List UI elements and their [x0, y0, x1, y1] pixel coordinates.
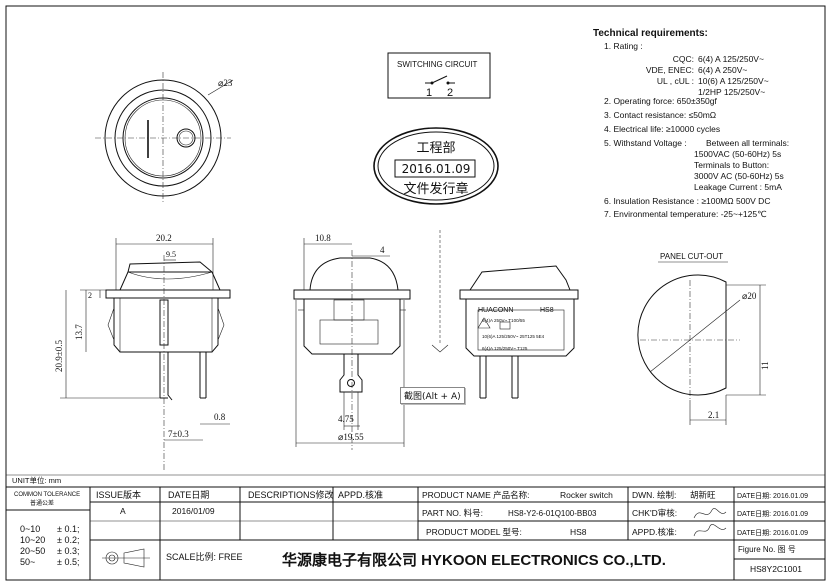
pin-2-label: 2: [447, 87, 453, 99]
technical-requirements: Technical requirements: 1. Rating : CQC:…: [593, 28, 789, 219]
rating-value: 10(6) A 125/250V~: [698, 76, 769, 86]
screenshot-tooltip: 截图(Alt + A): [400, 387, 465, 404]
product-name-value: Rocker switch: [560, 490, 613, 500]
panel-diameter: ⌀20: [742, 291, 757, 301]
stamp-date: 2016.01.09: [402, 162, 471, 176]
dim-9-5: 9.5: [166, 250, 176, 259]
withstand-line: Leakage Current : 5mA: [694, 182, 782, 192]
contact-resistance: 3. Contact resistance: ≤50mΩ: [604, 110, 716, 120]
chk-signature: [693, 508, 727, 519]
withstand-label: 5. Withstand Voltage :: [604, 138, 687, 148]
panel-offset: 2.1: [708, 410, 719, 420]
chk-label: CHK'D审核:: [632, 508, 677, 518]
top-view: ⌀23: [95, 72, 234, 204]
tolerance-title: COMMON TOLERANCE: [14, 492, 80, 498]
withstand-line: 1500VAC (50-60Hz) 5s: [694, 149, 781, 159]
issue-value: A: [120, 506, 126, 516]
tolerance-value: ± 0.3;: [57, 546, 79, 556]
date-3: DATE日期: 2016.01.09: [737, 529, 808, 537]
rating-value: 6(4) A 125/250V~: [698, 54, 764, 64]
dim-0-8: 0.8: [214, 412, 226, 422]
stamp-dept: 工程部: [416, 141, 455, 156]
dim-width-20-2: 20.2: [156, 233, 172, 243]
tolerance-range: 20~50: [20, 546, 45, 556]
rating-value: 1/2HP 125/250V~: [698, 87, 765, 97]
tolerance-range: 10~20: [20, 535, 45, 545]
dim-10-8: 10.8: [315, 233, 331, 243]
rating-standard: UL , cUL :: [657, 76, 694, 86]
dwn-label: DWN. 绘制:: [632, 490, 676, 500]
figure-label: Figure No. 图 号: [738, 545, 796, 554]
electrical-life: 4. Electrical life: ≥10000 cycles: [604, 124, 720, 134]
tolerance-value: ± 0.2;: [57, 535, 79, 545]
insulation-resistance: 6. Insulation Resistance : ≥100MΩ 500V D…: [604, 196, 770, 206]
dim-19-55: ⌀19.55: [338, 432, 364, 442]
model-label: PRODUCT MODEL 型号:: [426, 527, 522, 537]
operating-force: 2. Operating force: 650±350gf: [604, 96, 718, 106]
date-value: 2016/01/09: [172, 506, 215, 516]
date-2: DATE日期: 2016.01.09: [737, 510, 808, 518]
tolerance-range: 0~10: [20, 524, 40, 534]
part-no-label: PART NO. 料号:: [422, 508, 483, 518]
rating-label: 1. Rating :: [604, 41, 643, 51]
label-rating-line: 6(4)A 125/250V~ T125: [482, 346, 528, 351]
dim-13-7: 13.7: [74, 324, 84, 340]
dim-7: 7±0.3: [168, 429, 189, 439]
withstand-line: Terminals to Button:: [694, 160, 769, 170]
environmental-temperature: 7. Environmental temperature: -25~+125℃: [604, 209, 767, 219]
dim-2: 2: [88, 291, 92, 300]
withstand-line: 3000V AC (50-60Hz) 5s: [694, 171, 784, 181]
label-rating-line: 6(4)A 250V~ T100/55: [482, 318, 525, 323]
header-date: DATE日期: [168, 490, 209, 500]
dim-4: 4: [380, 245, 385, 255]
switching-circuit: SWITCHING CIRCUIT 1 2: [387, 52, 491, 99]
tech-title: Technical requirements:: [593, 28, 708, 39]
panel-cutout-title: PANEL CUT-OUT: [660, 252, 723, 261]
figure-number: HS8Y2C1001: [750, 564, 802, 574]
date-1: DATE日期: 2016.01.09: [737, 492, 808, 500]
appd-label: APPD.核准:: [632, 527, 677, 537]
tolerance-value: ± 0.1;: [57, 524, 79, 534]
part-no-value: HS8-Y2-6-01Q100-BB03: [508, 509, 597, 518]
front-view: 20.2 9.5 2 13.7 20.9±0.5 0.8 7±0.3: [54, 233, 231, 470]
tolerance-range: 50~: [20, 557, 35, 567]
unit-label: UNIT单位: mm: [12, 475, 61, 485]
tolerance-value: ± 0.5;: [57, 557, 79, 567]
drawing-frame: [5, 5, 826, 581]
engineering-stamp: 工程部 2016.01.09 文件发行章: [373, 127, 499, 205]
company-name: 华源康电子有限公司 HYKOON ELECTRONICS CO.,LTD.: [282, 551, 666, 569]
header-descriptions: DESCRIPTIONS修改: [248, 489, 334, 500]
panel-flat: 11: [760, 361, 770, 370]
pin-1-label: 1: [426, 87, 432, 99]
withstand-line: Between all terminals:: [706, 138, 789, 148]
rating-standard: CQC:: [673, 54, 694, 64]
tolerance-subtitle: 普通公差: [30, 499, 54, 507]
dwn-name: 胡新旺: [690, 490, 716, 500]
rating-standard: VDE, ENEC:: [646, 65, 694, 75]
rating-value: 6(4) A 250V~: [698, 65, 747, 75]
label-rating-line: 10(6)A 125/250V~ 25T125 5E4: [482, 334, 545, 339]
product-name-label: PRODUCT NAME 产品名称:: [422, 490, 530, 500]
appd-signature: [693, 524, 727, 537]
panel-cutout: PANEL CUT-OUT ⌀20 11 2.1: [637, 252, 770, 425]
title-block: COMMON TOLERANCE 普通公差 0~10 ± 0.1; 10~20 ± 0…: [6, 486, 825, 580]
switching-circuit-title: SWITCHING CIRCUIT: [397, 60, 478, 69]
model-value: HS8: [570, 527, 587, 537]
projection-symbol-icon: [102, 548, 150, 568]
label-view: HUACONN HS8 6(4)A 250V~ T100/55 10(6)A 12…: [459, 265, 579, 399]
dim-20-9: 20.9±0.5: [54, 340, 64, 372]
top-diameter-label: ⌀23: [218, 78, 233, 88]
label-model: HS8: [540, 307, 554, 314]
side-view: 10.8 4 4.75 ⌀19.55: [293, 230, 449, 450]
header-issue: ISSUE版本: [96, 489, 141, 500]
dim-4-75: 4.75: [338, 414, 354, 424]
label-brand: HUACONN: [478, 307, 513, 314]
stamp-issued: 文件发行章: [403, 181, 468, 197]
scale-label: SCALE比例: FREE: [166, 551, 243, 562]
header-appd: APPD.核准: [338, 489, 383, 500]
